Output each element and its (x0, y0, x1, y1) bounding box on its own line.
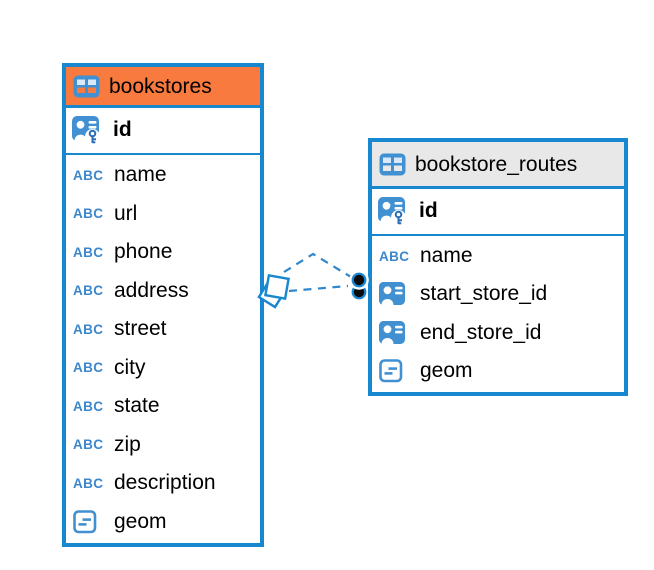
table-title: bookstores (109, 74, 212, 98)
primary-key-name: id (113, 118, 132, 141)
field-name: end_store_id (420, 320, 542, 344)
relationship-dot-marker-back (351, 284, 367, 300)
text-abc-icon: ABC (73, 283, 106, 298)
field-name: url (114, 201, 138, 225)
field-row-street[interactable]: ABC street (66, 310, 260, 349)
table-icon (379, 153, 406, 176)
header-divider (66, 105, 260, 108)
field-name: street (114, 317, 167, 341)
field-name: geom (114, 509, 167, 533)
abc-icon-label: ABC (73, 283, 104, 299)
field-row-start-store-id[interactable]: start_store_id (372, 275, 624, 313)
abc-icon-label: ABC (73, 475, 104, 491)
text-abc-icon: ABC (379, 249, 412, 264)
text-abc-icon: ABC (73, 206, 106, 221)
table-bookstores[interactable]: bookstores id (62, 63, 264, 547)
abc-icon-label: ABC (73, 206, 104, 222)
field-name: address (114, 278, 189, 302)
geometry-icon (73, 509, 106, 534)
field-row-state[interactable]: ABC state (66, 387, 260, 426)
text-abc-icon: ABC (73, 437, 106, 452)
abc-icon-label: ABC (73, 360, 104, 376)
field-list: ABC name ABC url ABC phone ABC address A… (66, 155, 260, 543)
text-abc-icon: ABC (73, 168, 106, 183)
primary-key-row[interactable]: id (372, 189, 624, 234)
key-divider (372, 233, 624, 236)
field-row-address[interactable]: ABC address (66, 272, 260, 311)
field-name: zip (114, 432, 141, 456)
field-name: description (114, 471, 216, 495)
geometry-icon (379, 359, 412, 383)
field-name: geom (420, 358, 473, 382)
abc-icon-label: ABC (73, 321, 104, 337)
field-row-name[interactable]: ABC name (372, 237, 624, 275)
field-name: name (420, 244, 473, 268)
relationship-line-lower[interactable] (288, 284, 349, 293)
field-name: start_store_id (420, 282, 548, 306)
relationship-diamond-marker-front (264, 274, 290, 300)
field-name: city (114, 355, 146, 379)
primary-key-name: id (419, 199, 438, 222)
abc-icon-label: ABC (379, 248, 410, 264)
field-row-phone[interactable]: ABC phone (66, 233, 260, 272)
field-row-city[interactable]: ABC city (66, 349, 260, 388)
foreign-key-icon (379, 282, 412, 306)
abc-icon-label: ABC (73, 437, 104, 453)
key-divider (66, 152, 260, 155)
table-bookstore-routes[interactable]: bookstore_routes id (368, 138, 628, 396)
field-row-geom[interactable]: geom (372, 352, 624, 390)
table-icon (73, 75, 100, 98)
abc-icon-label: ABC (73, 398, 104, 414)
header-divider (372, 186, 624, 189)
relationship-line-upper[interactable] (283, 252, 352, 278)
table-header-bookstore-routes[interactable]: bookstore_routes (372, 142, 624, 186)
field-row-end-store-id[interactable]: end_store_id (372, 314, 624, 352)
primary-key-icon (72, 115, 105, 145)
relationship-dot-marker-front (351, 272, 367, 288)
text-abc-icon: ABC (73, 476, 106, 491)
field-name: phone (114, 240, 173, 264)
foreign-key-icon (379, 320, 412, 345)
abc-icon-label: ABC (73, 244, 104, 260)
field-name: name (114, 163, 167, 187)
primary-key-row[interactable]: id (66, 108, 260, 153)
field-row-url[interactable]: ABC url (66, 195, 260, 234)
relationship-dot-halo (349, 270, 369, 290)
text-abc-icon: ABC (73, 399, 106, 414)
field-row-geom[interactable]: geom (66, 503, 260, 542)
table-title: bookstore_routes (415, 152, 578, 176)
abc-icon-label: ABC (73, 167, 104, 183)
primary-key-icon (378, 196, 411, 226)
field-row-description[interactable]: ABC description (66, 464, 260, 503)
field-name: state (114, 394, 160, 418)
text-abc-icon: ABC (73, 245, 106, 260)
text-abc-icon: ABC (73, 322, 106, 337)
field-row-name[interactable]: ABC name (66, 156, 260, 195)
text-abc-icon: ABC (73, 360, 106, 375)
field-list: ABC name start_store_id (372, 236, 624, 392)
field-row-zip[interactable]: ABC zip (66, 426, 260, 465)
table-header-bookstores[interactable]: bookstores (66, 67, 260, 105)
